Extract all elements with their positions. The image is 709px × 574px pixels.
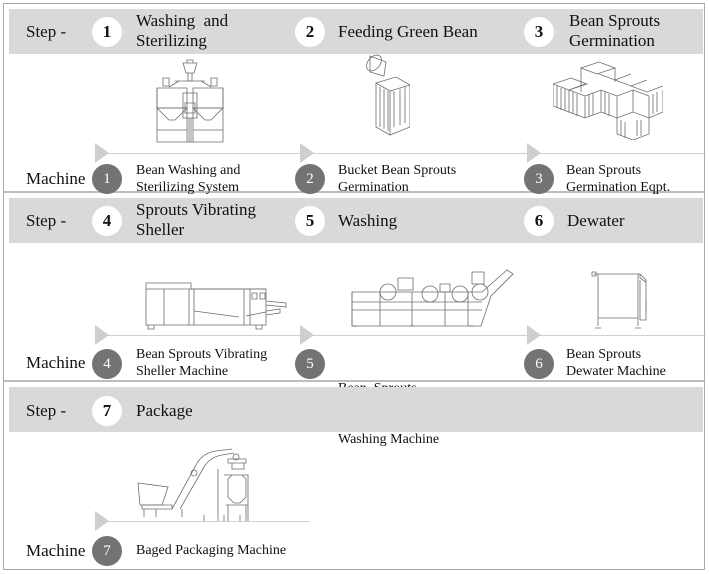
step-title-line: Sheller xyxy=(136,220,185,239)
step-title-line: Dewater xyxy=(567,211,625,230)
step-band-row-1 xyxy=(9,9,703,54)
step-number-badge: 1 xyxy=(92,17,122,47)
vibrating-sheller-drawing xyxy=(144,281,289,331)
machine-name: Bucket Bean Sprouts Germination xyxy=(338,162,456,196)
machine-number-badge: 5 xyxy=(295,349,325,379)
step-title: Washing and Sterilizing xyxy=(136,11,228,51)
step-band-row-2 xyxy=(9,198,703,243)
machine-number-badge: 4 xyxy=(92,349,122,379)
process-flow-frame xyxy=(3,3,705,570)
flow-line xyxy=(95,521,310,522)
step-title-line: Bean Sprouts xyxy=(569,11,661,30)
machine-name-line: Germination xyxy=(338,180,409,195)
washing-machine-drawing xyxy=(350,268,515,330)
machine-name-line: Bean Washing and xyxy=(136,163,241,178)
machine-name-line: Germination Eqpt. xyxy=(566,180,671,195)
machine-number-badge: 7 xyxy=(92,536,122,566)
machine-name-line: Dewater Machine xyxy=(566,364,666,379)
step-number-badge: 2 xyxy=(295,17,325,47)
machine-name-line: Sterilizing System xyxy=(136,180,240,195)
step-title: Washing xyxy=(338,211,397,231)
washing-sterilizing-system-drawing xyxy=(155,58,225,144)
flow-line xyxy=(95,153,706,154)
step-title-line: Sprouts Vibrating xyxy=(136,200,257,219)
machine-number-badge: 2 xyxy=(295,164,325,194)
machine-name: Baged Packaging Machine xyxy=(136,542,286,559)
step-title: Package xyxy=(136,401,193,421)
section-divider xyxy=(3,380,705,382)
flow-arrow-icon xyxy=(300,325,314,345)
step-label: Step - xyxy=(26,22,67,41)
packaging-machine-drawing xyxy=(136,445,252,525)
step-number-badge: 7 xyxy=(92,396,122,426)
machine-name: Bean Sprouts Vibrating Sheller Machine xyxy=(136,346,267,380)
machine-name: Bean Sprouts Dewater Machine xyxy=(566,346,666,380)
machine-name: Bean Sprouts Germination Eqpt. xyxy=(566,162,670,196)
machine-name-line: Sheller Machine xyxy=(136,364,229,379)
machine-name-line: Bucket Bean Sprouts xyxy=(338,163,457,178)
step-number-badge: 3 xyxy=(524,17,554,47)
bucket-germination-drawing xyxy=(360,53,410,141)
flow-line xyxy=(95,335,706,336)
machine-number-badge: 6 xyxy=(524,349,554,379)
step-label: Step - xyxy=(26,211,67,230)
step-label: Step - xyxy=(26,401,67,420)
step-band-row-3 xyxy=(9,387,703,432)
machine-name-line: Baged Packaging Machine xyxy=(136,543,287,558)
flow-arrow-icon xyxy=(527,143,541,163)
step-title-line: Germination xyxy=(569,31,655,50)
step-number-badge: 4 xyxy=(92,206,122,236)
step-number-badge: 5 xyxy=(295,206,325,236)
section-divider xyxy=(3,191,705,193)
step-title-line: Package xyxy=(136,401,193,420)
machine-name: Bean Washing and Sterilizing System xyxy=(136,162,240,196)
step-title: Dewater xyxy=(567,211,625,231)
machine-name-line: Bean Sprouts xyxy=(566,347,642,362)
machine-name-line: Bean Sprouts Vibrating xyxy=(136,347,268,362)
germination-equipment-drawing xyxy=(553,60,663,140)
flow-arrow-icon xyxy=(95,511,109,531)
step-title: Feeding Green Bean xyxy=(338,22,478,42)
machine-number-badge: 3 xyxy=(524,164,554,194)
step-title: Sprouts Vibrating Sheller xyxy=(136,200,256,240)
machine-name-line: Bean Sprouts xyxy=(566,163,642,178)
machine-label: Machine xyxy=(26,541,86,560)
step-title-line: Washing xyxy=(338,211,398,230)
step-title-line: Washing and xyxy=(136,11,229,30)
flow-arrow-icon xyxy=(527,325,541,345)
step-number-badge: 6 xyxy=(524,206,554,236)
flow-arrow-icon xyxy=(95,325,109,345)
step-title: Bean Sprouts Germination xyxy=(569,11,660,51)
flow-arrow-icon xyxy=(300,143,314,163)
step-title-line: Sterilizing xyxy=(136,31,207,50)
dewater-machine-drawing xyxy=(590,270,650,332)
machine-label: Machine xyxy=(26,353,86,372)
step-title-line: Feeding Green Bean xyxy=(338,22,478,41)
machine-number-badge: 1 xyxy=(92,164,122,194)
flow-arrow-icon xyxy=(95,143,109,163)
machine-name-line: Washing Machine xyxy=(338,432,440,447)
machine-label: Machine xyxy=(26,169,86,188)
